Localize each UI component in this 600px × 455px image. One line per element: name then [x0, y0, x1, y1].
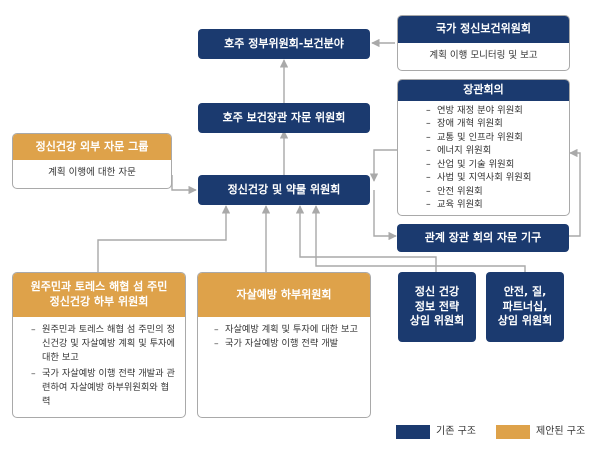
info-strategy-committee: 정신 건강 정보 전략 상임 위원회: [398, 272, 476, 342]
list-item: 산업 및 기술 위원회: [426, 158, 561, 172]
list-item: 교육 위원회: [426, 198, 561, 212]
list-item: 국가 자살예방 이행 전략 개발과 관련하여 자살예방 하부위원회와 협력: [31, 367, 175, 408]
legend-proposed-label: 제안된 구조: [536, 426, 586, 437]
indigenous-subcommittee-list: 원주민과 토레스 해협 섬 주민의 정신건강 및 자살예방 계획 및 투자에 대…: [13, 317, 185, 409]
gov-health-council-title: 호주 정부위원회-보건분야: [224, 36, 344, 50]
safety-quality-line1: 안전, 질,: [503, 284, 547, 298]
safety-quality-committee: 안전, 질, 파트너십, 상임 위원회: [486, 272, 564, 342]
arrow-info-to-mhdrug: [295, 205, 437, 272]
suicide-prevention-subcommittee: 자살예방 하부위원회 자살예방 계획 및 투자에 대한 보고 국가 자살예방 이…: [197, 272, 371, 418]
list-item: 교통 및 인프라 위원회: [426, 131, 561, 145]
info-strategy-line2: 정보 전략: [414, 299, 460, 313]
ministerial-advisory-body-title: 관계 장관 회의 자문 기구: [424, 230, 542, 244]
external-advisory-group-body: 계획 이행에 대한 자문: [48, 167, 136, 178]
arrow-external-to-mhdrug: [171, 175, 197, 195]
safety-quality-line2: 파트너십,: [502, 299, 548, 313]
indigenous-subcommittee: 원주민과 토레스 해협 섬 주민 정신건강 하부 위원회 원주민과 토레스 해협…: [12, 272, 186, 418]
mh-drug-council: 정신건강 및 약물 위원회: [198, 175, 370, 205]
list-item: 사법 및 지역사회 위원회: [426, 171, 561, 185]
legend-proposed-swatch: [496, 425, 530, 439]
info-strategy-line3: 상임 위원회: [409, 314, 465, 328]
minister-advisory-council-title: 호주 보건장관 자문 위원회: [222, 110, 346, 124]
list-item: 연방 재정 분야 위원회: [426, 104, 561, 118]
legend-existing-label: 기존 구조: [436, 426, 476, 437]
arrow-advisorybody-to-council: [569, 148, 581, 237]
list-item: 원주민과 토레스 해협 섬 주민의 정신건강 및 자살예방 계획 및 투자에 대…: [31, 323, 175, 364]
arrow-council-to-mhdrug: [369, 149, 397, 182]
list-item: 국가 자살예방 이행 전략 개발: [214, 337, 360, 352]
ministerial-council-title: 장관회의: [398, 80, 569, 101]
suicide-prevention-subcommittee-title: 자살예방 하부위원회: [198, 273, 370, 317]
national-mh-commission-title: 국가 정신보건위원회: [398, 16, 569, 43]
list-item: 자살예방 계획 및 투자에 대한 보고: [214, 323, 360, 338]
list-item: 에너지 위원회: [426, 144, 561, 158]
indigenous-subcommittee-title-line2: 정신건강 하부 위원회: [49, 295, 149, 308]
ministerial-advisory-body: 관계 장관 회의 자문 기구: [397, 224, 569, 252]
ministerial-council-list: 연방 재정 분야 위원회 장애 개혁 위원회 교통 및 인프라 위원회 에너지 …: [398, 101, 569, 212]
gov-health-council: 호주 정부위원회-보건분야: [198, 29, 370, 59]
external-advisory-group-title: 정신건강 외부 자문 그룹: [13, 134, 171, 160]
suicide-prevention-subcommittee-list: 자살예방 계획 및 투자에 대한 보고 국가 자살예방 이행 전략 개발: [198, 317, 370, 352]
arrow-indigenous-to-mhdrug: [97, 205, 231, 272]
info-strategy-line1: 정신 건강: [414, 284, 460, 298]
arrow-safety-to-mhdrug: [311, 205, 526, 272]
minister-advisory-council: 호주 보건장관 자문 위원회: [198, 103, 370, 133]
list-item: 장애 개혁 위원회: [426, 117, 561, 131]
list-item: 안전 위원회: [426, 185, 561, 199]
national-mh-commission: 국가 정신보건위원회 계획 이행 모니터링 및 보고: [397, 15, 570, 71]
safety-quality-line3: 상임 위원회: [497, 314, 553, 328]
national-mh-commission-body: 계획 이행 모니터링 및 보고: [429, 50, 538, 61]
legend-existing-swatch: [396, 425, 430, 439]
indigenous-subcommittee-title: 원주민과 토레스 해협 섬 주민 정신건강 하부 위원회: [13, 273, 185, 317]
ministerial-council: 장관회의 연방 재정 분야 위원회 장애 개혁 위원회 교통 및 인프라 위원회…: [397, 79, 570, 216]
indigenous-subcommittee-title-line1: 원주민과 토레스 해협 섬 주민: [30, 280, 168, 294]
arrow-mhdrug-to-advisorybody: [373, 190, 397, 241]
mh-drug-council-title: 정신건강 및 약물 위원회: [227, 182, 341, 196]
external-advisory-group: 정신건강 외부 자문 그룹 계획 이행에 대한 자문: [12, 133, 172, 189]
